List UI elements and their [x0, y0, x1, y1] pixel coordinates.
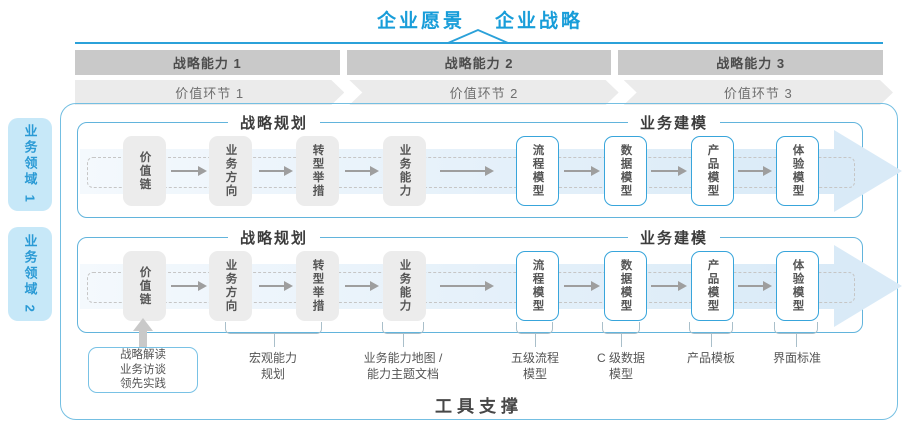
- box-data-model: 数据模型: [604, 251, 647, 321]
- strategy-input-line: 业务访谈: [120, 363, 166, 376]
- note-product-template: 产品模板: [686, 351, 736, 365]
- capability-segment-3: 战略能力 3: [618, 50, 884, 75]
- dashed-track: [87, 157, 855, 188]
- bracket-ui-standard: [774, 322, 818, 347]
- box-process-model: 流程模型: [516, 251, 559, 321]
- box-transformation-moves: 转型举措: [296, 136, 339, 206]
- domain-label-1: 业务领域 1: [8, 118, 52, 211]
- value-chain-segment-3: 价值环节 3: [624, 80, 893, 105]
- bracket-capability-map: [382, 322, 424, 347]
- flow-arrow-icon: [651, 280, 687, 291]
- flow-arrow-icon: [345, 165, 379, 176]
- flow-arrow-icon: [738, 280, 772, 291]
- strategy-input-line: 战略解读: [120, 348, 166, 361]
- box-value-chain: 价值链: [123, 136, 166, 206]
- bracket-process-model: [516, 322, 553, 347]
- flow-arrow-icon: [738, 165, 772, 176]
- value-chain-bar: 价值环节 1 价值环节 2 价值环节 3: [75, 80, 893, 105]
- value-chain-segment-1: 价值环节 1: [75, 80, 344, 105]
- flow-arrow-icon: [651, 165, 687, 176]
- box-transformation-moves: 转型举措: [296, 251, 339, 321]
- note-capability-map: 业务能力地图 / 能力主题文档: [363, 351, 443, 381]
- strategy-input-box: 战略解读 业务访谈 领先实践: [88, 347, 198, 393]
- box-data-model: 数据模型: [604, 136, 647, 206]
- box-business-capability: 业务能力: [383, 251, 426, 321]
- box-product-model: 产品模型: [691, 251, 734, 321]
- flow-arrow-icon: [345, 280, 379, 291]
- box-business-capability: 业务能力: [383, 136, 426, 206]
- flow-arrow-icon: [259, 165, 293, 176]
- up-arrow-icon: [133, 318, 153, 331]
- header-titles: 企业愿景 企业战略: [50, 6, 910, 33]
- notch-triangle-icon: [447, 29, 509, 44]
- note-ui-standard: 界面标准: [772, 351, 822, 365]
- modeling-section-title: 业务建模: [627, 112, 721, 133]
- note-process-model: 五级流程 模型: [510, 351, 560, 381]
- strategy-title: 企业战略: [495, 11, 584, 32]
- vision-title: 企业愿景: [376, 11, 465, 32]
- box-business-direction: 业务方向: [209, 251, 252, 321]
- capability-segment-2: 战略能力 2: [346, 50, 612, 75]
- box-product-model: 产品模型: [691, 136, 734, 206]
- header-divider-line: [75, 42, 883, 44]
- note-macro-capability: 宏观能力 规划: [248, 351, 298, 381]
- box-experience-model: 体验模型: [776, 136, 819, 206]
- capability-bar: 战略能力 1 战略能力 2 战略能力 3: [75, 50, 884, 75]
- flow-arrow-icon: [564, 165, 600, 176]
- modeling-section-title: 业务建模: [627, 227, 721, 248]
- up-arrow-shaft: [139, 330, 147, 349]
- process-row-domain-2: 战略规划 业务建模 价值链 业务方向 转型举措 业务能力 流程模型 数据模型 产…: [77, 227, 902, 333]
- tool-support-label: 工具支撑: [435, 397, 523, 416]
- domain-label-2: 业务领域 2: [8, 227, 52, 321]
- box-business-direction: 业务方向: [209, 136, 252, 206]
- big-arrow-icon: [834, 245, 902, 327]
- dashed-track: [87, 272, 855, 303]
- bracket-data-model: [602, 322, 640, 347]
- flow-arrow-icon: [259, 280, 293, 291]
- box-value-chain: 价值链: [123, 251, 166, 321]
- bracket-macro-capability: [225, 322, 322, 347]
- process-row-domain-1: 战略规划 业务建模 价值链 业务方向 转型举措 业务能力 流程模型 数据模型 产…: [77, 112, 902, 218]
- bracket-product-template: [689, 322, 733, 347]
- flow-arrow-icon: [564, 280, 600, 291]
- flow-arrow-icon: [440, 280, 494, 291]
- box-process-model: 流程模型: [516, 136, 559, 206]
- capability-segment-1: 战略能力 1: [75, 50, 340, 75]
- note-data-model: C 级数据 模型: [596, 351, 646, 381]
- flow-arrow-icon: [171, 165, 207, 176]
- box-experience-model: 体验模型: [776, 251, 819, 321]
- value-chain-segment-2: 价值环节 2: [349, 80, 618, 105]
- flow-arrow-icon: [171, 280, 207, 291]
- planning-section-title: 战略规划: [227, 112, 321, 133]
- big-arrow-icon: [834, 130, 902, 212]
- strategy-input-line: 领先实践: [120, 378, 166, 391]
- planning-section-title: 战略规划: [227, 227, 321, 248]
- flow-arrow-icon: [440, 165, 494, 176]
